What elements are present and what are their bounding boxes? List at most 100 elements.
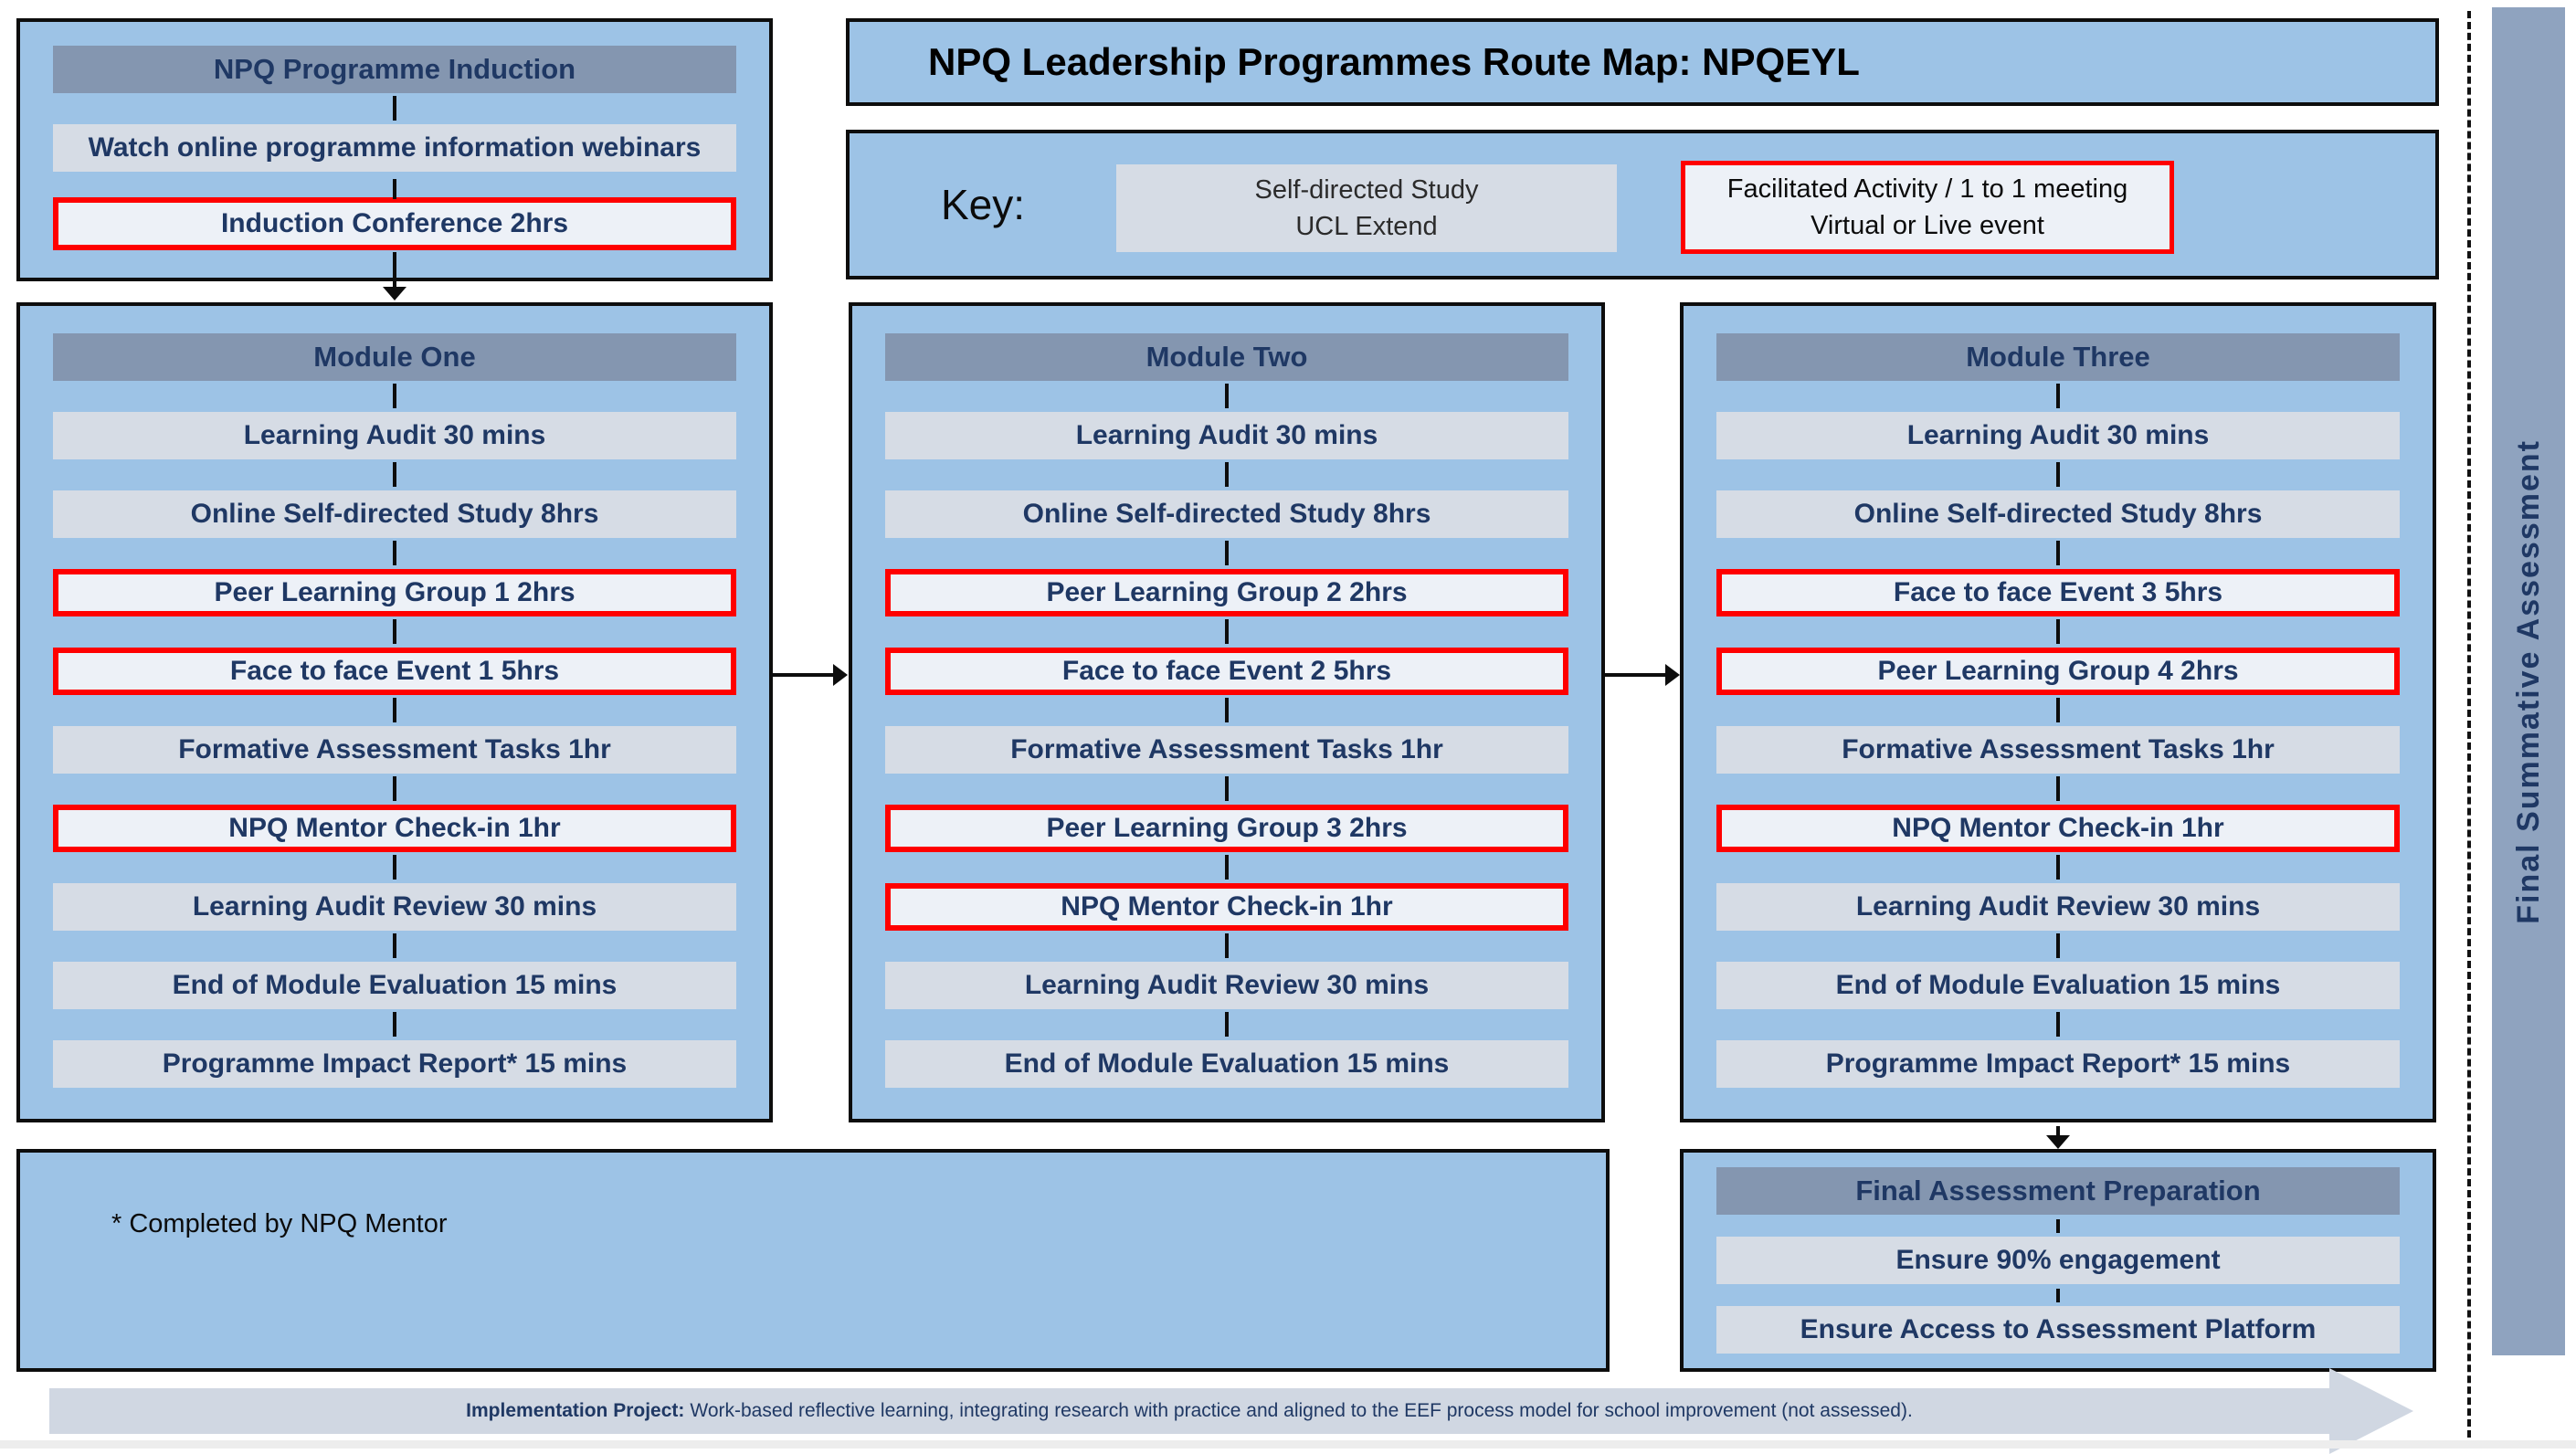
key-self-line2: UCL Extend	[1295, 212, 1438, 241]
module-step-row: End of Module Evaluation 15 mins	[53, 962, 736, 1009]
step-label: Online Self-directed Study 8hrs	[1022, 499, 1431, 529]
module-step-row: End of Module Evaluation 15 mins	[885, 1040, 1568, 1088]
module-step-row: Learning Audit 30 mins	[885, 412, 1568, 459]
key-label: Key:	[941, 181, 1026, 228]
module-step-row: Learning Audit Review 30 mins	[1716, 883, 2400, 931]
module-one-panel: Module One Learning Audit 30 mins Online…	[16, 302, 773, 1122]
page-title: NPQ Leadership Programmes Route Map: NPQ…	[928, 40, 1860, 83]
arrow-right-module-two-to-three	[1605, 673, 1666, 677]
step-label: End of Module Evaluation 15 mins	[1835, 970, 2281, 1000]
induction-step-row: Watch online programme information webin…	[53, 124, 736, 172]
step-label: End of Module Evaluation 15 mins	[1004, 1048, 1450, 1079]
module-two-content: Module Two Learning Audit 30 mins Online…	[852, 306, 1601, 1088]
key-facilitated-box: Facilitated Activity / 1 to 1 meeting Vi…	[1681, 161, 2174, 254]
step-label: Formative Assessment Tasks 1hr	[1010, 734, 1443, 764]
module-step-row: Programme Impact Report* 15 mins	[53, 1040, 736, 1088]
module-step-row: NPQ Mentor Check-in 1hr	[1716, 805, 2400, 852]
module-three-panel: Module Three Learning Audit 30 mins Onli…	[1680, 302, 2436, 1122]
mentor-note-panel: * Completed by NPQ Mentor	[16, 1149, 1610, 1372]
module-step-row: Learning Audit 30 mins	[53, 412, 736, 459]
step-label: Induction Conference 2hrs	[220, 208, 569, 238]
arrow-right-module-one-to-two	[773, 673, 834, 677]
module-step-row: Formative Assessment Tasks 1hr	[53, 726, 736, 774]
module-three-content: Module Three Learning Audit 30 mins Onli…	[1684, 306, 2433, 1088]
module-step-row: Learning Audit Review 30 mins	[885, 962, 1568, 1009]
module-step-row: Learning Audit Review 30 mins	[53, 883, 736, 931]
module-one-content: Module One Learning Audit 30 mins Online…	[20, 306, 769, 1088]
module-step-row: NPQ Mentor Check-in 1hr	[885, 883, 1568, 931]
induction-panel: NPQ Programme Induction Watch online pro…	[16, 18, 773, 281]
module-header-label: Module One	[313, 341, 476, 373]
final-summative-assessment-bar: Final Summative Assessment	[2492, 7, 2565, 1355]
final-prep-content: Final Assessment Preparation Ensure 90% …	[1684, 1153, 2433, 1354]
step-label: End of Module Evaluation 15 mins	[172, 970, 618, 1000]
module-three-header: Module Three	[1716, 333, 2400, 381]
step-label: Learning Audit Review 30 mins	[1024, 970, 1430, 1000]
step-label: NPQ Mentor Check-in 1hr	[1061, 891, 1393, 922]
step-label: Ensure 90% engagement	[1895, 1245, 2221, 1275]
arrow-down-induction-to-module-one	[393, 252, 396, 288]
key-self-line1: Self-directed Study	[1254, 175, 1479, 205]
implementation-project-lead: Implementation Project:	[466, 1400, 685, 1421]
step-label: Online Self-directed Study 8hrs	[1853, 499, 2263, 529]
module-header-label: Module Two	[1145, 341, 1308, 373]
key-self-directed-box: Self-directed Study UCL Extend	[1116, 164, 1617, 252]
module-step-row: Face to face Event 2 5hrs	[885, 648, 1568, 695]
step-label: Programme Impact Report* 15 mins	[162, 1048, 628, 1079]
step-label: NPQ Mentor Check-in 1hr	[228, 813, 561, 843]
step-label: Peer Learning Group 2 2hrs	[1046, 577, 1408, 607]
final-prep-header: Final Assessment Preparation	[1716, 1167, 2400, 1215]
step-label: Programme Impact Report* 15 mins	[1825, 1048, 2291, 1079]
module-step-row: Peer Learning Group 1 2hrs	[53, 569, 736, 616]
step-label: Learning Audit Review 30 mins	[192, 891, 597, 922]
module-step-row: Learning Audit 30 mins	[1716, 412, 2400, 459]
module-one-header: Module One	[53, 333, 736, 381]
step-label: Formative Assessment Tasks 1hr	[178, 734, 611, 764]
final-assessment-preparation-panel: Final Assessment Preparation Ensure 90% …	[1680, 1149, 2436, 1372]
module-step-row: Peer Learning Group 4 2hrs	[1716, 648, 2400, 695]
step-label: Learning Audit 30 mins	[1075, 420, 1378, 450]
step-label: Learning Audit 30 mins	[1906, 420, 2210, 450]
step-label: Learning Audit 30 mins	[243, 420, 546, 450]
step-label: Peer Learning Group 4 2hrs	[1877, 656, 2239, 686]
module-step-row: End of Module Evaluation 15 mins	[1716, 962, 2400, 1009]
step-label: Ensure Access to Assessment Platform	[1800, 1314, 2317, 1344]
module-step-row: Face to face Event 1 5hrs	[53, 648, 736, 695]
step-label: Peer Learning Group 1 2hrs	[214, 577, 575, 607]
module-step-row: Peer Learning Group 3 2hrs	[885, 805, 1568, 852]
step-label: Formative Assessment Tasks 1hr	[1842, 734, 2275, 764]
final-prep-step-row: Ensure 90% engagement	[1716, 1237, 2400, 1284]
final-prep-step-row: Ensure Access to Assessment Platform	[1716, 1306, 2400, 1354]
arrow-down-module-three-to-final-prep	[2056, 1126, 2060, 1136]
title-panel: NPQ Leadership Programmes Route Map: NPQ…	[846, 18, 2439, 106]
dashed-separator-line	[2467, 11, 2471, 1438]
step-label: Face to face Event 3 5hrs	[1893, 577, 2223, 607]
module-step-row: Programme Impact Report* 15 mins	[1716, 1040, 2400, 1088]
implementation-project-text: Work-based reflective learning, integrat…	[690, 1400, 1913, 1421]
induction-content: NPQ Programme Induction Watch online pro…	[20, 22, 769, 250]
step-label: Peer Learning Group 3 2hrs	[1046, 813, 1408, 843]
slide-bottom-edge	[0, 1440, 2576, 1449]
module-header-label: Module Three	[1966, 341, 2150, 373]
induction-header-label: NPQ Programme Induction	[213, 53, 576, 85]
final-summative-assessment-label: Final Summative Assessment	[2510, 438, 2546, 924]
module-step-row: Online Self-directed Study 8hrs	[885, 490, 1568, 538]
key-facilitated-line2: Virtual or Live event	[1811, 211, 2044, 240]
module-step-row: Peer Learning Group 2 2hrs	[885, 569, 1568, 616]
implementation-arrow-head	[2329, 1368, 2413, 1454]
module-two-panel: Module Two Learning Audit 30 mins Online…	[849, 302, 1605, 1122]
module-step-row: Formative Assessment Tasks 1hr	[1716, 726, 2400, 774]
implementation-project-arrow: Implementation Project: Work-based refle…	[49, 1388, 2329, 1434]
step-label: Learning Audit Review 30 mins	[1855, 891, 2261, 922]
final-prep-header-label: Final Assessment Preparation	[1855, 1175, 2261, 1206]
key-panel: Key: Self-directed Study UCL Extend Faci…	[846, 130, 2439, 279]
module-step-row: Formative Assessment Tasks 1hr	[885, 726, 1568, 774]
step-label: NPQ Mentor Check-in 1hr	[1892, 813, 2224, 843]
step-label: Face to face Event 1 5hrs	[229, 656, 560, 686]
key-facilitated-line1: Facilitated Activity / 1 to 1 meeting	[1726, 174, 2128, 204]
step-label: Face to face Event 2 5hrs	[1061, 656, 1392, 686]
induction-header: NPQ Programme Induction	[53, 46, 736, 93]
mentor-note-text: * Completed by NPQ Mentor	[111, 1209, 448, 1238]
module-two-header: Module Two	[885, 333, 1568, 381]
